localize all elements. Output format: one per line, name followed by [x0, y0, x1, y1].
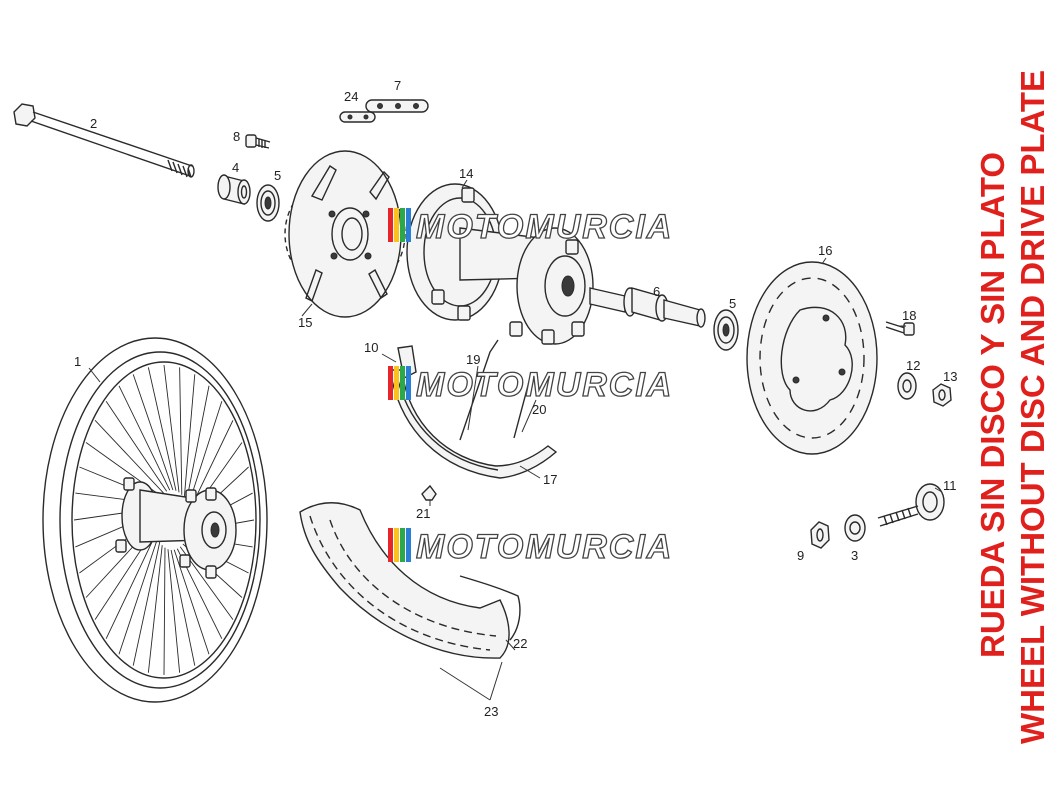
callout-21: 21: [416, 506, 430, 521]
callout-6: 6: [653, 284, 660, 299]
callout-3: 3: [851, 548, 858, 563]
wheel-spoke: [118, 385, 171, 491]
wheel-spoke: [94, 420, 165, 494]
wheel-spoke: [105, 533, 157, 639]
tire-part-23: [299, 502, 510, 659]
axle-part-2: [13, 103, 195, 178]
spoke-part-19: [459, 339, 499, 441]
callout-10: 10: [364, 340, 378, 355]
callout-12: 12: [906, 358, 920, 373]
nut-part-9: [810, 521, 830, 549]
wheel-spoke: [132, 374, 174, 491]
nut-part-13: [932, 383, 952, 407]
callout-14: 14: [459, 166, 473, 181]
spacer-part-4: [217, 174, 251, 205]
spoke-part-20: [513, 377, 531, 439]
watermark-1: MOTOMURCIA: [388, 207, 673, 247]
leader-lines: [88, 179, 943, 701]
callout-17: 17: [543, 472, 557, 487]
bearing-part-5-left: [256, 184, 280, 222]
watermark-2: MOTOMURCIA: [388, 365, 673, 405]
callout-4: 4: [232, 160, 239, 175]
wheel-spoke: [183, 374, 196, 499]
callout-18: 18: [902, 308, 916, 323]
nipple-part-21: [421, 484, 437, 501]
inner-tube-part-22: [459, 575, 521, 641]
watermark-3: MOTOMURCIA: [388, 527, 673, 567]
callout-9: 9: [797, 548, 804, 563]
washer-part-12: [897, 372, 917, 400]
wheel-spoke: [185, 385, 210, 502]
wheel-spoke: [179, 367, 183, 495]
sprocket-part-15: [284, 150, 406, 318]
wheel-spoke: [132, 541, 161, 666]
callout-7: 7: [394, 78, 401, 93]
callout-16: 16: [818, 243, 832, 258]
callout-11: 11: [943, 478, 957, 493]
callout-19: 19: [466, 352, 480, 367]
wheel-spoke: [147, 545, 163, 673]
wheel-spoke: [118, 537, 159, 655]
bolt-part-8: [245, 134, 271, 149]
callout-23: 23: [484, 704, 498, 719]
callout-22: 22: [513, 636, 527, 651]
svg-text:MOTOMURCIA: MOTOMURCIA: [416, 528, 673, 566]
wheel-spoke: [187, 401, 223, 507]
callout-15: 15: [298, 315, 312, 330]
callout-1: 1: [74, 354, 81, 369]
callout-13: 13: [943, 369, 957, 384]
svg-text:MOTOMURCIA: MOTOMURCIA: [416, 208, 673, 246]
brake-disc-part-16: [746, 261, 878, 455]
bolt-part-18: [885, 321, 915, 336]
title-spanish: RUEDA SIN DISCO Y SIN PLATO: [974, 152, 1011, 658]
wheel-spoke: [173, 549, 210, 655]
callout-20: 20: [532, 402, 546, 417]
wheel-spoke: [163, 364, 180, 493]
wheel-spoke: [163, 547, 166, 676]
wheel-part-1: [42, 337, 268, 703]
chain-link-parts: [339, 99, 429, 123]
svg-text:MOTOMURCIA: MOTOMURCIA: [416, 366, 673, 404]
wheel-spoke: [170, 549, 196, 666]
wheel-spoke: [105, 401, 168, 492]
rear-hub-part-14: [406, 183, 594, 345]
callout-5-left: 5: [274, 168, 281, 183]
callout-labels: 1 2 3 4 5 5 6 7 8 9 10 11 12 13 14 15 16…: [74, 78, 957, 719]
wheel-spoke: [167, 549, 181, 673]
washer-part-3: [844, 514, 866, 542]
callout-2: 2: [90, 116, 97, 131]
shaft-part-6: [589, 287, 706, 328]
diagram-title: RUEDA SIN DISCO Y SIN PLATO WHEEL WITHOU…: [974, 70, 1050, 744]
title-english: WHEEL WITHOUT DISC AND DRIVE PLATE: [1014, 70, 1050, 744]
bearing-part-5-right: [713, 309, 739, 351]
callout-24: 24: [344, 89, 358, 104]
callout-5-right: 5: [729, 296, 736, 311]
wheel-spoke: [147, 367, 177, 491]
callout-8: 8: [233, 129, 240, 144]
adjuster-bolt-part-11: [877, 483, 945, 527]
